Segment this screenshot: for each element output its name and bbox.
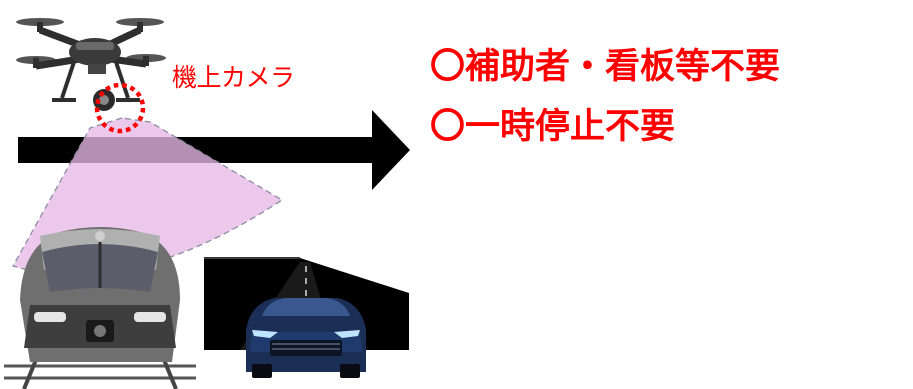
condition-no-stop: 〇一時停止不要: [430, 107, 676, 147]
camera-ring-icon: [94, 82, 146, 134]
train-icon: [4, 227, 196, 389]
car-icon: [246, 298, 366, 378]
condition-no-assistant: 〇補助者・看板等不要: [430, 47, 781, 87]
drone-icon: [16, 18, 166, 111]
camera-label: 機上カメラ: [172, 63, 295, 92]
